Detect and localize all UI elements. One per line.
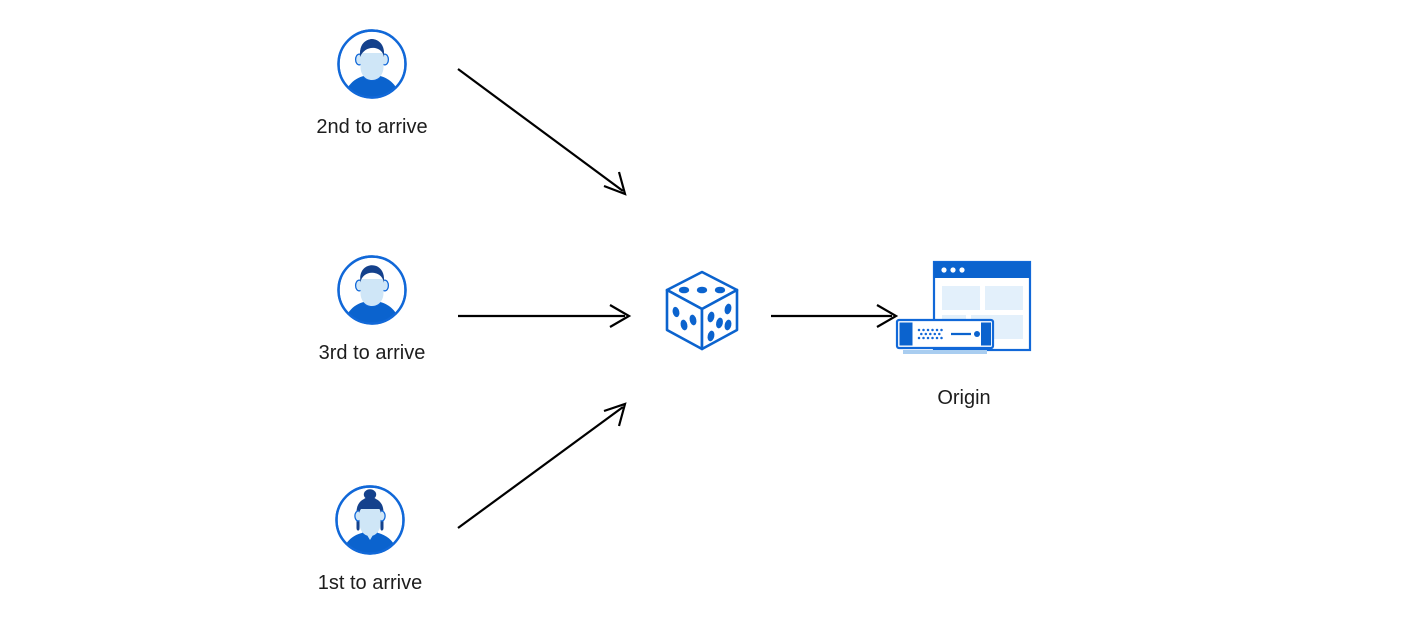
arrow-dice-to-origin <box>771 304 899 328</box>
node-client-top-label: 2nd to arrive <box>316 116 428 138</box>
dice-cube-icon <box>662 268 742 353</box>
node-client-top: 2nd to arrive <box>297 28 447 137</box>
arrow-client-middle-to-dice <box>458 304 632 328</box>
node-client-bottom-label: 1st to arrive <box>317 572 423 594</box>
node-origin-label: Origin <box>937 387 991 409</box>
node-client-middle: 3rd to arrive <box>297 254 447 363</box>
user-avatar-male-short-hair-icon <box>336 28 408 100</box>
node-client-bottom: 1st to arrive <box>295 484 445 593</box>
node-client-middle-label: 3rd to arrive <box>318 342 426 364</box>
user-avatar-female-bun-icon <box>334 484 406 556</box>
arrow-client-top-to-dice <box>457 68 627 196</box>
user-avatar-male-short-hair-icon <box>336 254 408 326</box>
arrow-client-bottom-to-dice <box>457 402 627 529</box>
server-device <box>895 318 995 354</box>
node-randomizer <box>662 268 742 353</box>
origin-server-browser-icon <box>893 258 1035 368</box>
node-origin: Origin <box>893 258 1035 408</box>
